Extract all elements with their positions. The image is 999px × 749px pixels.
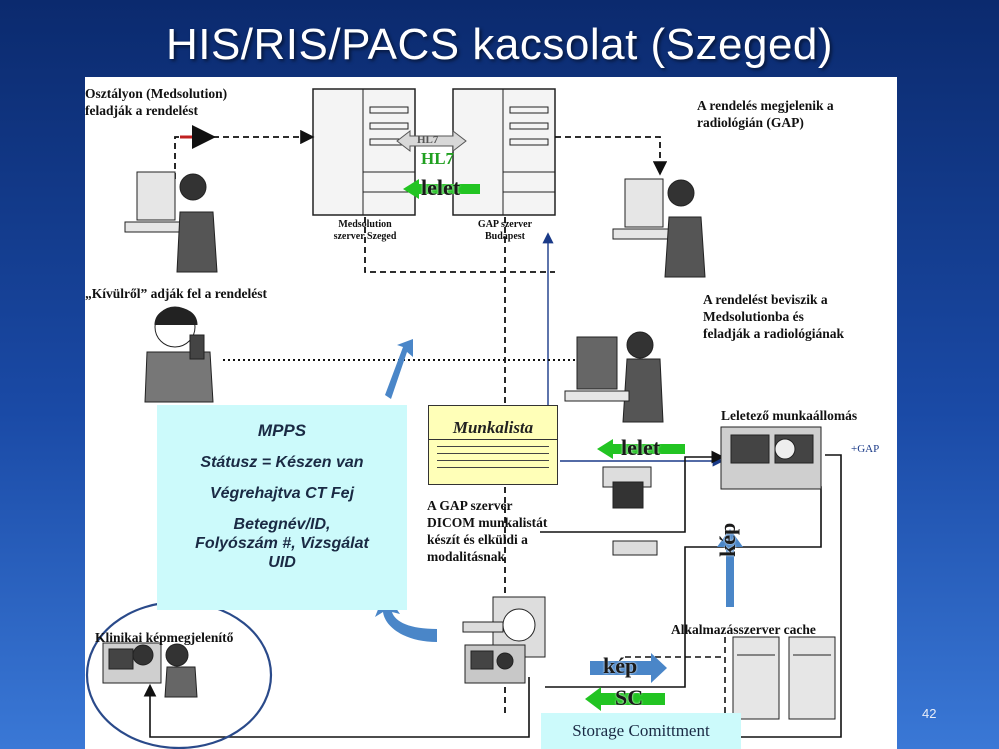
person-computer-icon-entry: [564, 331, 664, 423]
label-gap-server: GAP szerver Budapest: [477, 219, 533, 242]
storage-commitment-box: Storage Comittment: [541, 713, 741, 749]
connection-lines: [85, 88, 842, 749]
hl7-double-arrow: [396, 129, 467, 153]
person-computer-icon-dept: [124, 171, 218, 273]
label-clinical-viewer: Klinikai képmegjelenítő: [95, 630, 234, 645]
kep-horizontal-arrow: [590, 653, 667, 683]
worklist-line: [437, 460, 549, 461]
mpps-box: MPPS Státusz = Készen van Végrehajtva CT…: [157, 405, 407, 610]
medsolution-server-icon: [312, 88, 416, 216]
label-department-order: Osztályon (Medsolution) feladják a rende…: [85, 86, 228, 118]
worklist-title: Munkalista: [429, 406, 557, 440]
label-app-server-cache: Alkalmazásszerver cache: [671, 622, 816, 637]
worklist-line: [437, 446, 549, 447]
worklist-box: Munkalista: [428, 405, 558, 485]
worklist-line: [437, 453, 549, 454]
lelet-mid-label: lelet: [621, 435, 661, 460]
clinical-viewer-icon: [102, 642, 198, 698]
lelet-arrow-mid: [597, 439, 685, 459]
label-gap-server-dicom: A GAP szerver DICOM munkalistát készít é…: [427, 498, 548, 564]
slide-number: 42: [922, 706, 937, 721]
label-order-entered: A rendelést beviszik a Medsolutionba és …: [703, 292, 845, 341]
ct-modality-icon: [462, 596, 546, 684]
label-outside-order: „Kívülről” adják fel a rendelést: [85, 286, 267, 301]
kep-vertical-label: kép: [715, 522, 740, 557]
blue-up-arrow: [385, 339, 413, 399]
kep-vertical-arrow: [717, 529, 743, 607]
hl7-green-label: HL7: [421, 149, 455, 168]
slide-title: HIS/RIS/PACS kacsolat (Szeged): [165, 20, 834, 69]
mpps-status: Státusz = Készen van: [200, 454, 364, 471]
worklist-line: [437, 467, 549, 468]
scanner-icon: [612, 540, 658, 556]
lelet-top-label: lelet: [421, 175, 461, 200]
label-reporting-ws: Leletező munkaállomás: [721, 408, 858, 423]
mpps-title: MPPS: [257, 421, 307, 440]
sc-label: SC: [615, 685, 644, 710]
hl7-grey-label: HL7: [417, 134, 439, 146]
phone-person-icon: [144, 306, 214, 403]
lelet-arrow-top: [403, 179, 480, 199]
label-medsolution-server: Medsolution szerver Szeged: [333, 219, 397, 242]
cache-server-icon: [732, 636, 836, 720]
kep-horizontal-label: kép: [603, 653, 638, 678]
label-order-appears: A rendelés megjelenik a radiológián (GAP…: [697, 98, 834, 130]
mpps-ids: Betegnév/ID, Folyószám #, Vizsgálat UID: [195, 516, 369, 571]
gap-server-icon: [452, 88, 556, 216]
sc-arrow: [585, 687, 665, 711]
label-plus-gap: +GAP: [851, 443, 880, 455]
diagram-panel: Osztályon (Medsolution) feladják a rende…: [85, 77, 897, 749]
mpps-performed: Végrehajtva CT Fej: [209, 485, 355, 502]
reporting-workstation-icon: [720, 426, 822, 490]
printer-icon: [602, 466, 652, 509]
person-computer-icon-radiology: [612, 178, 706, 278]
